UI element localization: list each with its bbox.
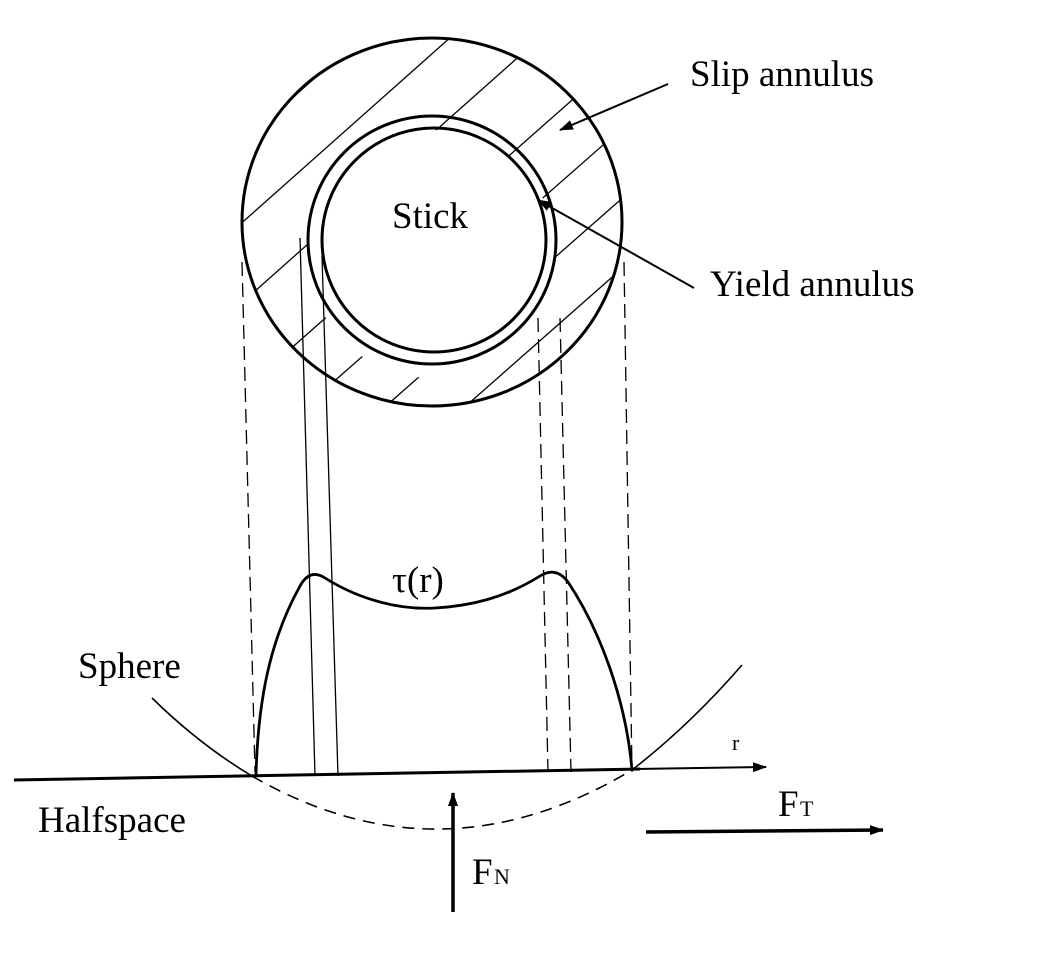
yield-leader xyxy=(537,199,695,289)
svg-text:T: T xyxy=(800,796,814,821)
sphere-curve-hidden xyxy=(251,769,633,830)
yield-annulus-outer xyxy=(306,114,558,366)
sphere-curve xyxy=(151,697,253,777)
yield-annulus-label: Yield annulus xyxy=(710,264,915,305)
tangential-force-arrow xyxy=(645,825,884,836)
svg-text:F: F xyxy=(778,784,799,825)
sphere-curve-right xyxy=(631,664,743,771)
r-axis-label: r xyxy=(732,730,740,755)
tau-curve xyxy=(254,570,634,776)
stick-label: Stick xyxy=(392,196,469,237)
halfspace-surface xyxy=(13,767,641,782)
slip-annulus-outer xyxy=(240,36,624,408)
halfspace-label: Halfspace xyxy=(38,800,186,841)
sphere-label: Sphere xyxy=(78,646,181,687)
r-axis-arrow xyxy=(631,762,767,773)
stick-circle xyxy=(320,126,548,354)
slip-leader xyxy=(559,83,669,131)
svg-text:N: N xyxy=(494,864,510,889)
normal-force-label: F N xyxy=(472,852,510,893)
svg-text:F: F xyxy=(472,852,493,893)
tangential-force-label: F T xyxy=(778,784,814,825)
slip-annulus-label: Slip annulus xyxy=(690,54,874,95)
projection-lines xyxy=(241,237,633,777)
tau-label: τ(r) xyxy=(392,560,444,601)
